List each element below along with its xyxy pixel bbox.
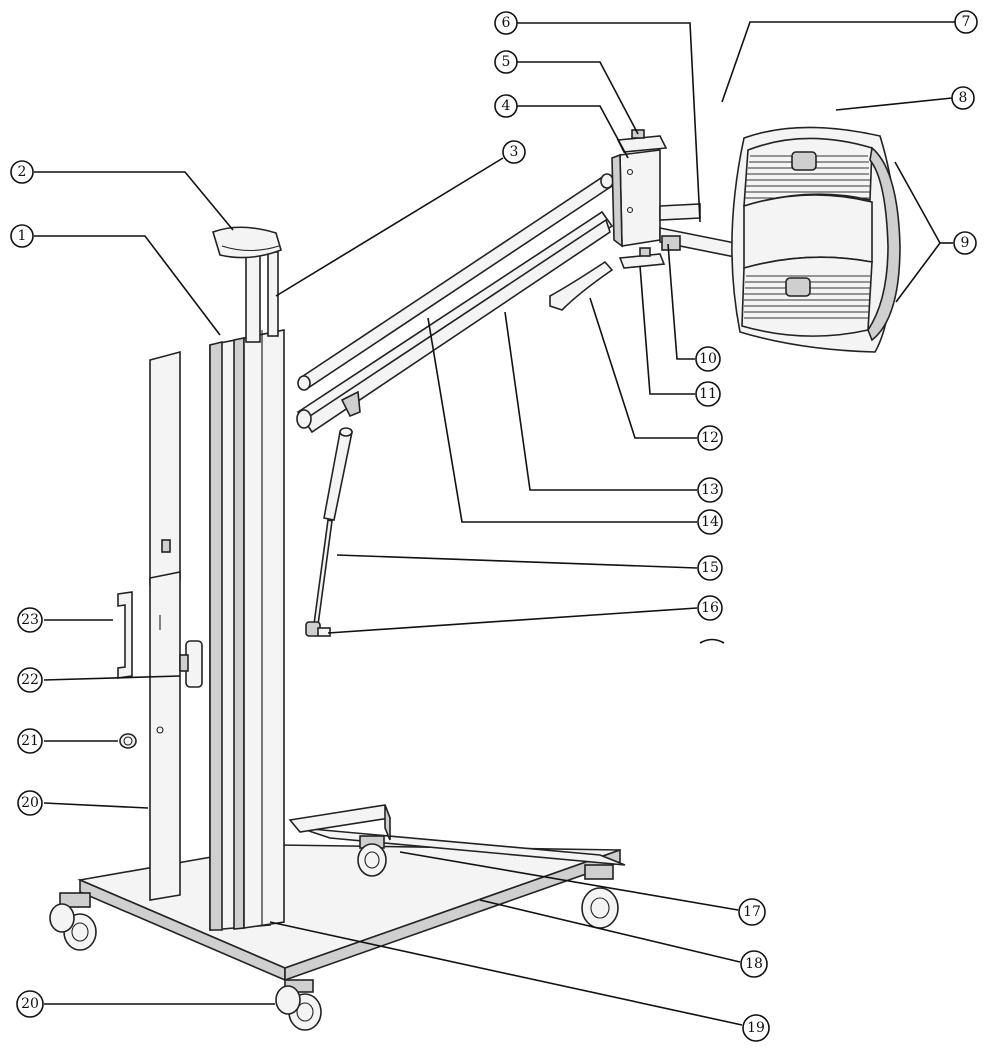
callout-11-label: 11: [699, 386, 717, 402]
upper-fin-bank: [743, 137, 873, 208]
callout-4: 4: [494, 94, 518, 118]
callout-14: 14: [697, 509, 723, 535]
callout-2-label: 2: [18, 164, 27, 180]
partial-callout-mark: [699, 638, 725, 644]
callout-3: 3: [502, 140, 526, 164]
callout-3-label: 3: [510, 144, 519, 160]
head-mount: [549, 129, 761, 311]
callout-17: 17: [738, 898, 766, 926]
callout-10-label: 10: [699, 351, 717, 367]
caster-front-left: [49, 892, 97, 951]
gas-spring-end-fitting: [305, 621, 331, 637]
callout-9-label: 9: [961, 235, 970, 251]
callout-20-back-plate-label: 20: [21, 795, 39, 811]
callout-8: 8: [951, 86, 975, 110]
callout-22-label: 22: [21, 672, 39, 688]
callout-10: 10: [695, 346, 721, 372]
upper-arm-tube: [297, 173, 614, 391]
callout-12: 12: [697, 425, 723, 451]
callout-7: 7: [954, 10, 978, 34]
callout-7-label: 7: [962, 14, 971, 30]
callout-18-label: 18: [745, 956, 763, 972]
lower-arm-rail: [296, 210, 614, 434]
callout-15-label: 15: [701, 560, 719, 576]
callout-20-back-plate: 20: [17, 790, 43, 816]
leader-lines: [34, 21, 955, 1026]
callout-5: 5: [494, 50, 518, 74]
callout-23: 23: [17, 607, 43, 633]
lamp-head: [731, 126, 901, 353]
callout-1: 1: [10, 224, 34, 248]
top-cap: [212, 226, 282, 259]
callout-19: 19: [742, 1014, 770, 1042]
callout-6: 6: [494, 11, 518, 35]
caster-front-center: [275, 979, 322, 1031]
callout-9: 9: [953, 231, 977, 255]
callout-21: 21: [17, 728, 43, 754]
callout-11: 11: [695, 381, 721, 407]
vertical-column: [149, 226, 285, 931]
callout-22: 22: [17, 667, 43, 693]
callout-13-label: 13: [701, 482, 719, 498]
callout-1-label: 1: [18, 228, 27, 244]
callout-13: 13: [697, 477, 723, 503]
side-handle: [117, 591, 133, 679]
callout-5-label: 5: [502, 54, 511, 70]
callout-4-label: 4: [502, 98, 511, 114]
callout-19-label: 19: [747, 1020, 765, 1036]
callout-16-label: 16: [701, 600, 719, 616]
callout-17-label: 17: [743, 904, 761, 920]
knob-bracket: [179, 640, 203, 688]
callout-20-label: 20: [21, 996, 39, 1012]
small-knob: [119, 733, 137, 749]
caster-rear: [357, 835, 387, 877]
callout-2: 2: [10, 160, 34, 184]
callout-14-label: 14: [701, 514, 719, 530]
callout-20: 20: [16, 990, 44, 1018]
lower-fin-bank: [741, 256, 873, 337]
callout-12-label: 12: [701, 430, 719, 446]
caster-right: [581, 864, 619, 929]
callout-23-label: 23: [21, 612, 39, 628]
callout-6-label: 6: [502, 15, 511, 31]
callout-16: 16: [697, 595, 723, 621]
callout-18: 18: [740, 950, 768, 978]
gas-spring: [305, 427, 353, 637]
callout-8-label: 8: [959, 90, 968, 106]
column-back-plate-lower: [149, 571, 181, 901]
callout-21-label: 21: [21, 733, 39, 749]
callout-15: 15: [697, 555, 723, 581]
